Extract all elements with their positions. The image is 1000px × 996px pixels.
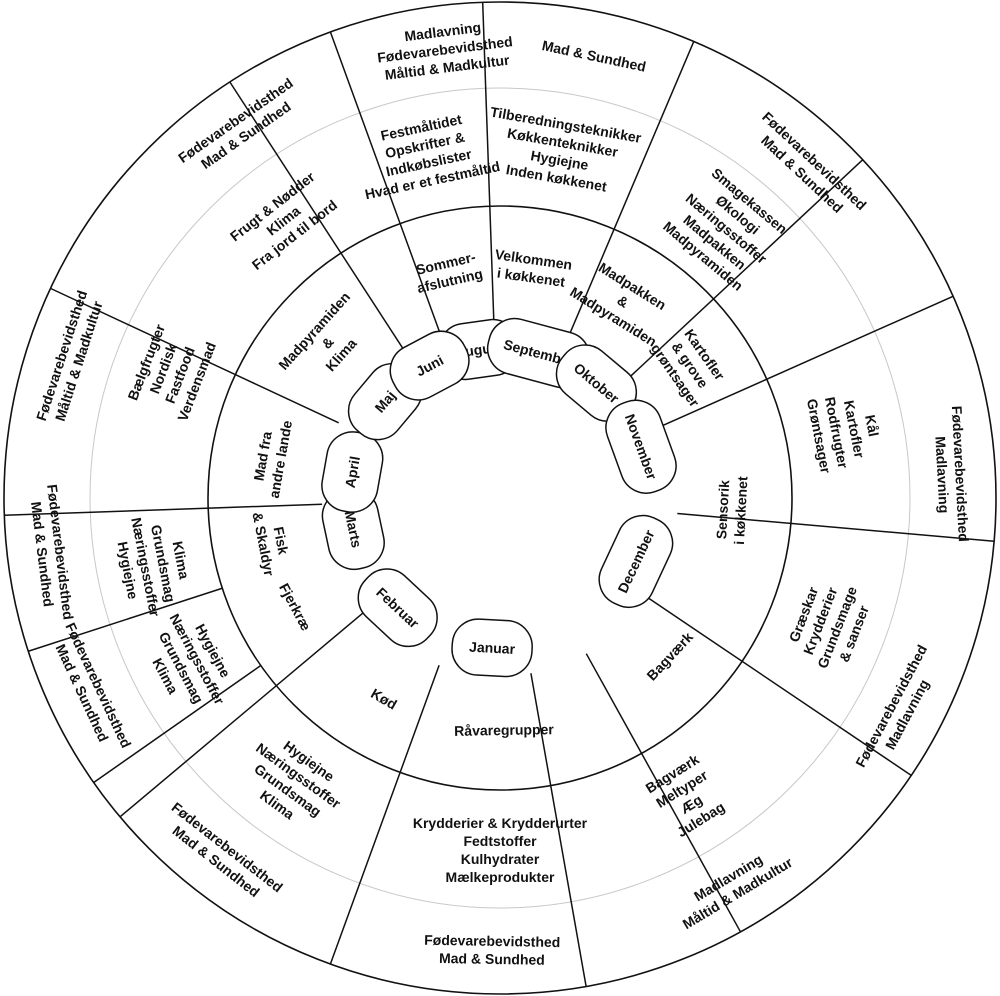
- inner-label: Råvaregrupper: [454, 721, 554, 739]
- mid-label-line: Fedtstoffer: [463, 833, 537, 849]
- month-april: April: [321, 431, 384, 513]
- outer-label-line: Fødevarebevidsthed: [424, 932, 560, 950]
- month-pill: [598, 514, 674, 609]
- inner-label-line: Bagværk: [643, 629, 696, 684]
- spoke-line: [28, 587, 223, 652]
- month-juni: Juni: [389, 330, 470, 401]
- spoke-line: [93, 664, 262, 784]
- month-pill: [357, 568, 438, 648]
- inner-label-line: Fisk: [271, 525, 292, 556]
- inner-label: Sommer-afslutning: [414, 248, 484, 296]
- outer-label-line: Mad & Sundhed: [439, 950, 545, 968]
- inner-label: Fisk& Skaldyr: [249, 511, 292, 578]
- spoke-line: [662, 295, 954, 427]
- month-december: December: [598, 514, 674, 609]
- mid-label: Krydderier & KrydderurterFedtstofferKulh…: [413, 815, 588, 885]
- spoke-line: [4, 503, 323, 517]
- inner-label-line: Fjerkræ: [276, 580, 314, 633]
- inner-label-line: Råvaregrupper: [454, 721, 554, 739]
- spoke-line: [585, 653, 742, 933]
- spoke-line: [229, 81, 404, 350]
- month-label: April: [342, 455, 363, 489]
- spoke-line: [481, 2, 495, 321]
- spoke-line: [647, 596, 912, 776]
- spoke-line: [50, 287, 339, 424]
- outer-label-line: Fødevarebevidsthed: [759, 109, 869, 214]
- mid-label-line: Kål: [862, 413, 882, 437]
- middle-ring: [207, 205, 793, 791]
- outer-label: Mad & Sundhed: [541, 37, 648, 75]
- mid-label: TilberedningsteknikkerKøkkenteknikkerHyg…: [489, 104, 643, 195]
- inner-label: Madpakken&Madpyramiden: [567, 259, 669, 349]
- mid-label-line: Krydderier & Krydderurter: [413, 815, 588, 831]
- outer-ring: [3, 1, 997, 995]
- month-label: Marts: [342, 509, 365, 549]
- spoke-line: [677, 512, 995, 542]
- mid-labels: TilberedningsteknikkerKøkkenteknikkerHyg…: [115, 104, 882, 885]
- inner-label-line: & Skaldyr: [249, 511, 277, 578]
- mid-label-line: Klima: [170, 540, 193, 581]
- spoke-line: [119, 611, 365, 818]
- spoke-line: [629, 159, 864, 378]
- month-pill: [451, 618, 533, 678]
- spoke-line: [530, 673, 587, 987]
- inner-label: Fjerkræ: [276, 580, 314, 633]
- mid-label: SmagekassenØkologiNæringsstofferMadpakke…: [660, 165, 790, 294]
- month-februar: Februar: [357, 568, 438, 648]
- month-pill: [605, 399, 677, 494]
- mid-label-line: Mælkeprodukter: [446, 869, 555, 885]
- month-oktober: Oktober: [555, 344, 638, 422]
- month-november: November: [605, 399, 677, 494]
- spoke-line: [568, 41, 695, 335]
- outer-label-line: Fødevarebevidsthed: [949, 405, 972, 542]
- spoke-line: [329, 31, 440, 331]
- month-pills: AugustSeptemberOktoberNovemberDecemberJa…: [321, 317, 677, 678]
- inner-label-line: i køkkenet: [731, 476, 751, 546]
- inner-label: Bagværk: [643, 629, 696, 684]
- mid-label-line: Kulhydrater: [461, 851, 540, 867]
- month-label: Januar: [469, 639, 516, 657]
- month-januar: Januar: [451, 618, 533, 678]
- inner-label-line: Sensorik: [713, 479, 732, 539]
- outer-label-line: Mad & Sundhed: [541, 37, 648, 75]
- inner-label: Kød: [368, 685, 400, 712]
- inner-label: Madpyramiden&Klima: [275, 289, 360, 375]
- inner-label-line: &: [614, 292, 631, 311]
- guide-ring: [89, 87, 911, 909]
- outer-label-line: Madlavning: [932, 436, 952, 514]
- spoke-line: [329, 665, 440, 965]
- month-pill: [389, 330, 470, 401]
- inner-label-line: Kød: [368, 685, 400, 712]
- spoke-lines: [4, 2, 995, 987]
